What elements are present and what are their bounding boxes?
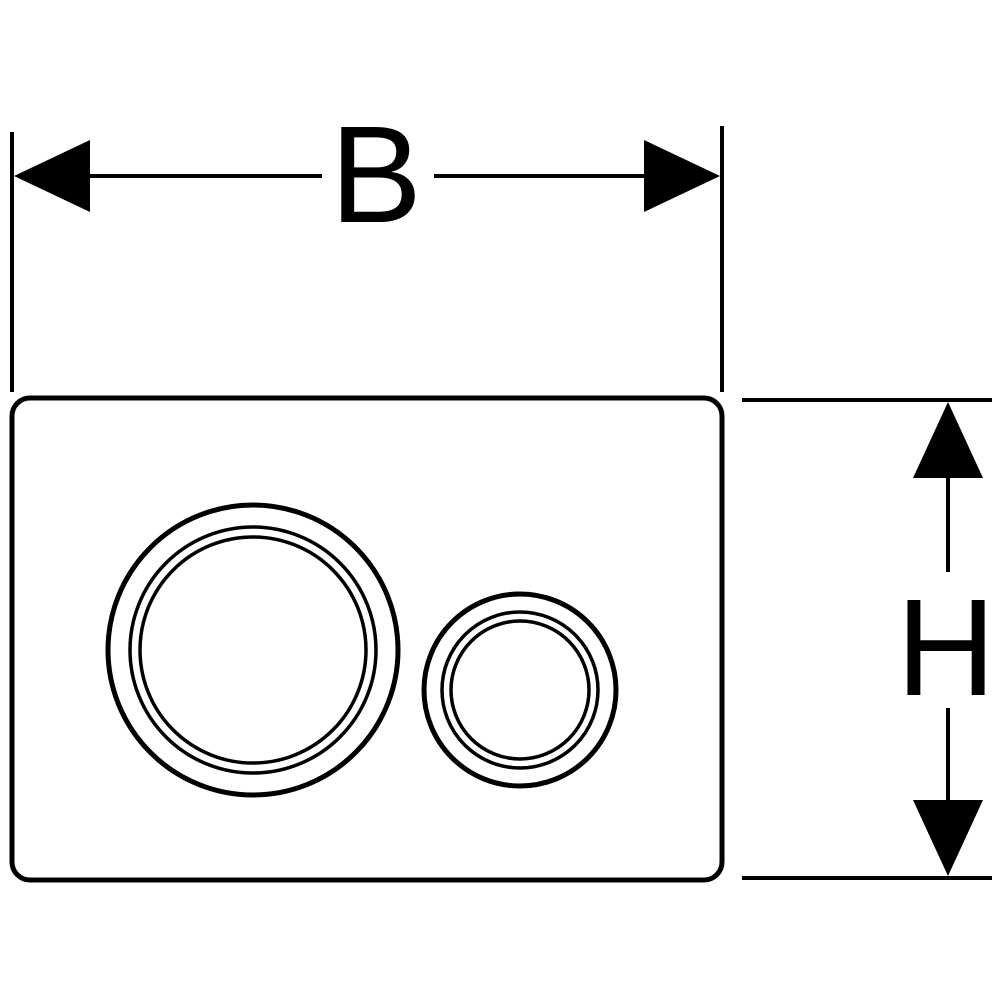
width-dimension: B <box>10 98 724 392</box>
height-label: H <box>896 571 996 725</box>
small-flush-button <box>421 591 619 789</box>
arrowhead-up-icon <box>913 402 983 478</box>
large-button-outer-ring <box>105 502 401 798</box>
arrowhead-right-icon <box>644 140 720 212</box>
large-button-inner-ring-inner <box>138 535 368 765</box>
small-button-inner-ring-inner <box>449 619 591 761</box>
large-button-inner-ring-outer <box>128 525 378 775</box>
small-button-inner-ring-outer <box>440 610 600 770</box>
height-dimension: H <box>742 398 996 880</box>
large-flush-button <box>105 502 401 798</box>
arrowhead-down-icon <box>913 800 983 876</box>
arrowhead-left-icon <box>14 140 90 212</box>
flush-plate-outline <box>9 395 725 883</box>
small-button-outer-ring <box>421 591 619 789</box>
width-label: B <box>330 98 422 252</box>
